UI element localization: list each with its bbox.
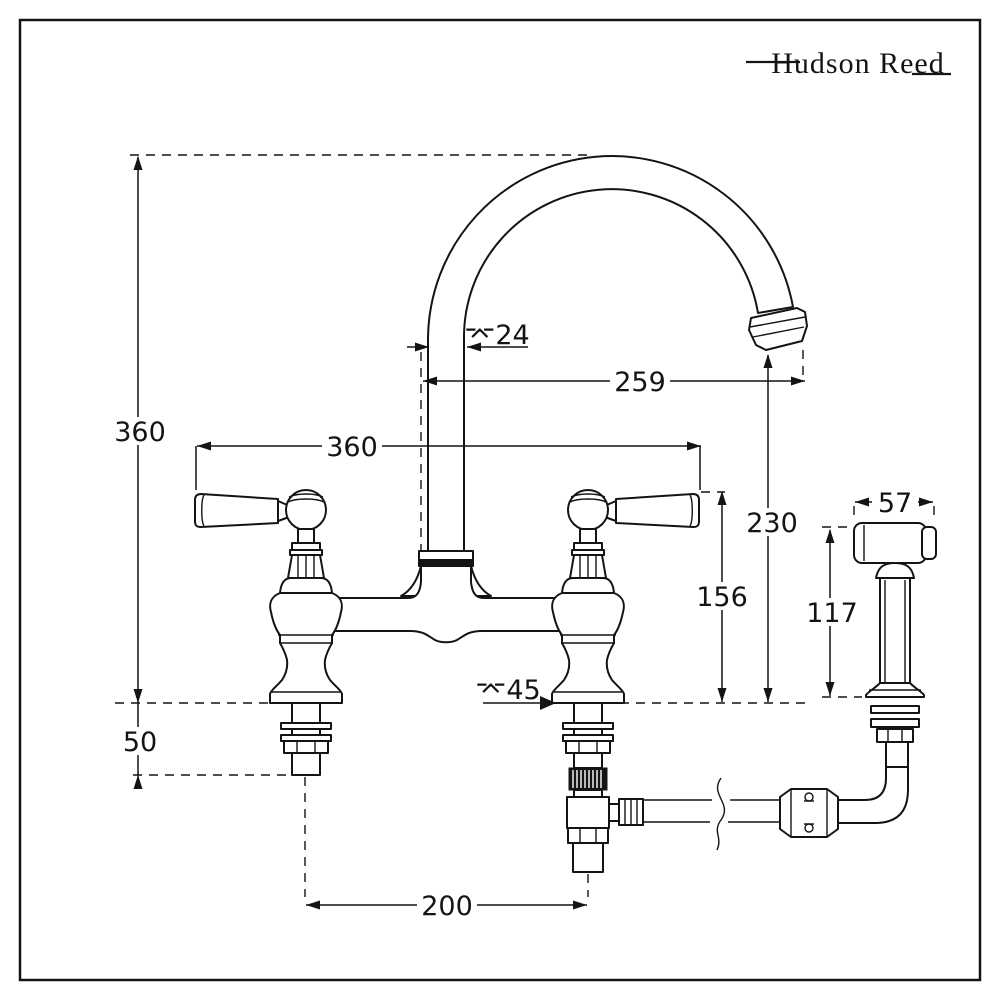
dim-handle-height: 156 bbox=[696, 582, 748, 613]
tee-side-port bbox=[608, 803, 620, 822]
construction-lines bbox=[115, 154, 935, 897]
dim-inlet-centres: 200 bbox=[421, 891, 473, 922]
right-handle bbox=[561, 489, 700, 594]
dim-spout-diameter: ⌤24 bbox=[464, 320, 529, 351]
brand-name: Hudson Reed bbox=[771, 47, 944, 80]
left-inlet-tail bbox=[280, 702, 332, 776]
dim-base-diameter: ⌤45 bbox=[475, 675, 540, 706]
dim-outlet-height: 230 bbox=[746, 508, 798, 539]
faucet-bridge-body bbox=[331, 565, 561, 644]
drawing-border bbox=[18, 18, 982, 982]
spout-aerator bbox=[748, 307, 808, 351]
rinser-width-extension-lines bbox=[853, 506, 935, 522]
pipe-break-symbol bbox=[716, 777, 726, 851]
dim-below-deck-depth: 50 bbox=[123, 727, 157, 758]
dim-spout-reach: 259 bbox=[614, 367, 666, 398]
rinser-hose bbox=[643, 777, 780, 851]
left-handle bbox=[194, 489, 333, 594]
dim-rinser-head-width: 57 bbox=[878, 488, 912, 519]
right-inlet-tail-tee bbox=[562, 702, 644, 873]
rinser-end-cap bbox=[921, 526, 937, 560]
hose-bracket bbox=[779, 788, 839, 838]
right-pillar bbox=[551, 592, 625, 704]
dim-height-overall: 360 bbox=[114, 417, 166, 448]
dim-rinser-height: 117 bbox=[806, 598, 858, 629]
side-rinser bbox=[853, 522, 937, 768]
rinser-elbow bbox=[837, 765, 909, 824]
dim-handle-span: 360 bbox=[326, 432, 378, 463]
faucet-spout bbox=[427, 155, 808, 553]
brand-logo: Hudson Reed bbox=[746, 47, 951, 80]
dimension-labels: 360 50 360 259 230 156 117 57 200 ⌤24 ⌤4… bbox=[112, 320, 918, 922]
left-pillar bbox=[269, 592, 343, 704]
